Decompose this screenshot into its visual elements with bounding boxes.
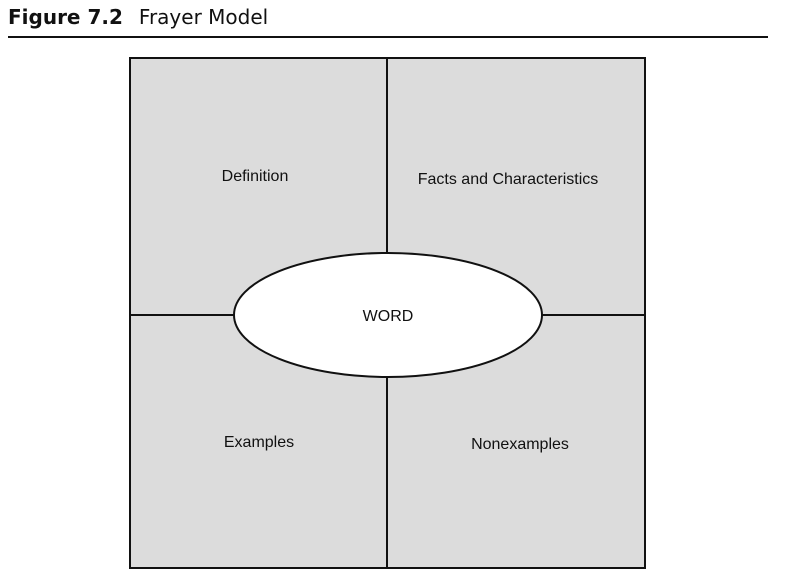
quadrant-facts-characteristics: Facts and Characteristics <box>418 171 599 188</box>
quadrant-examples: Examples <box>224 434 294 451</box>
caption-divider <box>8 36 768 38</box>
figure-title: Frayer Model <box>138 5 269 29</box>
quadrant-nonexamples: Nonexamples <box>471 436 569 453</box>
figure-caption: Figure 7.2 Frayer Model <box>8 4 268 30</box>
center-ellipse <box>233 252 543 378</box>
quadrant-definition: Definition <box>222 168 289 185</box>
figure-number: Figure 7.2 <box>8 5 123 29</box>
center-word: WORD <box>363 308 414 325</box>
